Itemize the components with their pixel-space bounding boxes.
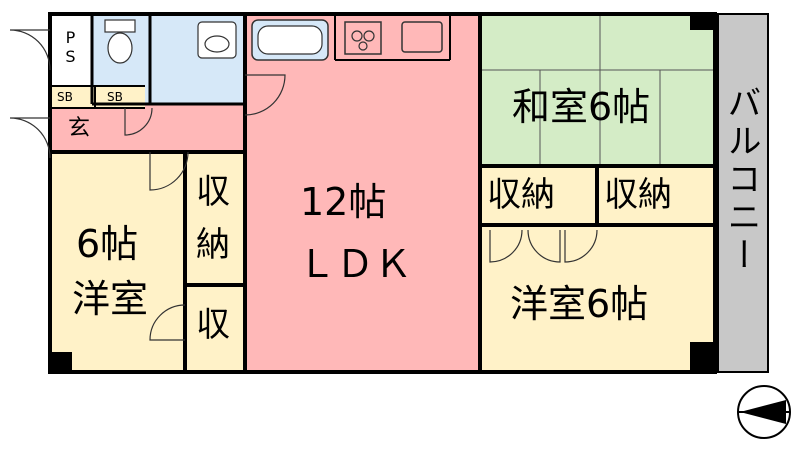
pillars — [50, 14, 715, 372]
yoshitsu-right-floor — [480, 225, 715, 372]
closets-left-floor — [185, 152, 245, 372]
door-swings — [9, 29, 598, 341]
yoshitsu-left-name-label: 洋室 — [72, 277, 149, 321]
balcony-label: バルコニー — [721, 85, 761, 275]
ldk-name-label: ＬＤＫ — [298, 242, 413, 286]
balcony-floor — [718, 14, 768, 372]
kitchen-fixtures — [344, 21, 443, 55]
storage-left-char-1: 収 — [196, 172, 230, 212]
sb-label-2: SB — [107, 90, 123, 104]
wet-fixtures — [104, 19, 329, 64]
ps-label: PS — [61, 28, 80, 66]
genkan-label: 玄 — [68, 116, 91, 141]
sb-label-1: SB — [57, 90, 73, 104]
storage-left-char-2: 納 — [196, 225, 230, 265]
storage-right-label: 収納 — [604, 175, 672, 215]
hall-floor — [50, 104, 245, 152]
washitsu-floor — [480, 14, 715, 166]
yoshitsu-left-size-label: 6帖 — [76, 222, 139, 266]
yoshitsu-right-label: 洋室6帖 — [510, 282, 649, 326]
ldk-floor — [245, 14, 480, 372]
yoshitsu-left-floor — [50, 152, 185, 372]
walls — [48, 12, 769, 374]
storage-small-label: 収 — [196, 305, 230, 345]
tatami-lines — [480, 14, 715, 166]
compass-icon — [737, 385, 791, 439]
washitsu-label: 和室6帖 — [512, 85, 651, 129]
ldk-size-label: 12帖 — [300, 180, 387, 224]
storage-center-label: 収納 — [487, 175, 555, 215]
